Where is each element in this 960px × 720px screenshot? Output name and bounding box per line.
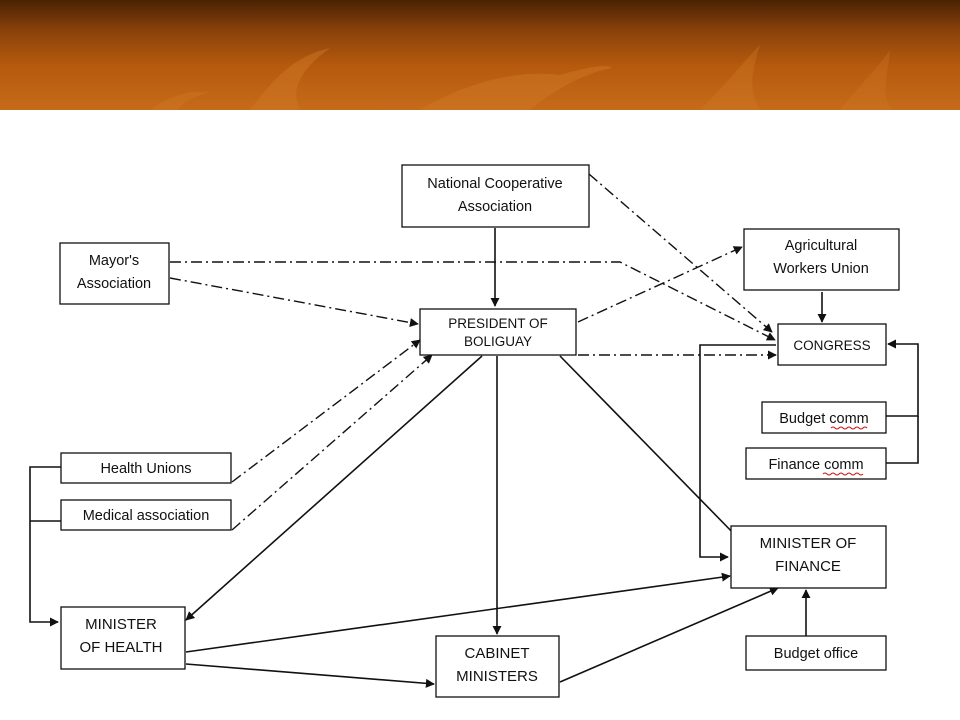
committees-to-congress-arrow bbox=[886, 339, 919, 417]
medical-to-president-arrow bbox=[231, 354, 433, 531]
budget-office-label: Budget office bbox=[774, 646, 858, 662]
mayors-to-president-arrow bbox=[169, 277, 419, 327]
title-banner bbox=[0, 0, 960, 110]
banner-graphic bbox=[0, 0, 960, 110]
spellcheck-underline bbox=[822, 472, 864, 476]
finance-comm-label: Finance comm bbox=[768, 457, 863, 473]
mayors-association-label-line1: Mayor's bbox=[89, 253, 139, 269]
minister-of-health-label-line2: OF HEALTH bbox=[79, 639, 162, 656]
congress-to-finance-arrow bbox=[699, 344, 776, 562]
budget-office-node: Budget office bbox=[745, 635, 887, 671]
health-unions-to-president-arrow bbox=[231, 339, 421, 483]
minister-of-health-label-line1: MINISTER bbox=[85, 616, 157, 633]
finance-comm-connector bbox=[886, 416, 919, 464]
minister-of-finance-label-line1: MINISTER OF bbox=[760, 535, 857, 552]
national-cooperative-association-label-line1: National Cooperative bbox=[427, 176, 562, 192]
congress-node: CONGRESS bbox=[777, 323, 887, 366]
health-to-cabinet-arrow bbox=[185, 663, 435, 688]
mayors-association-label-line2: Association bbox=[77, 276, 151, 292]
president-label-line2: BOLIGUAY bbox=[464, 334, 532, 349]
president-node: PRESIDENT OF BOLIGUAY bbox=[419, 308, 577, 356]
president-label-line1: PRESIDENT OF bbox=[448, 316, 548, 331]
budget-comm-node: Budget comm bbox=[761, 401, 887, 434]
minister-of-finance-node: MINISTER OF FINANCE bbox=[730, 525, 887, 589]
medical-association-node: Medical association bbox=[60, 499, 232, 531]
nca-to-congress-arrow bbox=[588, 173, 773, 333]
mayors-association-node: Mayor's Association bbox=[59, 242, 170, 305]
agricultural-workers-union-label-line2: Workers Union bbox=[773, 261, 869, 277]
budget-comm-label: Budget comm bbox=[779, 411, 868, 427]
president-to-finance-arrow bbox=[559, 355, 741, 541]
health-unions-to-health-arrow bbox=[29, 466, 61, 627]
mayors-to-congress-arrow bbox=[170, 261, 776, 341]
congress-label: CONGRESS bbox=[793, 338, 870, 353]
minister-of-health-node: MINISTER OF HEALTH bbox=[60, 606, 186, 670]
agricultural-workers-union-node: Agricultural Workers Union bbox=[743, 228, 900, 291]
finance-comm-node: Finance comm bbox=[745, 447, 887, 480]
health-to-finance-arrow bbox=[185, 572, 731, 653]
president-to-awu-arrow bbox=[577, 246, 743, 323]
cabinet-ministers-label-line1: CABINET bbox=[464, 645, 529, 662]
president-to-health-arrow bbox=[185, 355, 483, 621]
spellcheck-underline bbox=[830, 426, 868, 430]
cabinet-to-finance-arrow bbox=[559, 587, 779, 683]
cabinet-ministers-label-line2: MINISTERS bbox=[456, 668, 538, 685]
health-unions-label: Health Unions bbox=[100, 461, 191, 477]
minister-of-finance-label-line2: FINANCE bbox=[775, 558, 841, 575]
agricultural-workers-union-label-line1: Agricultural bbox=[785, 238, 858, 254]
cabinet-ministers-node: CABINET MINISTERS bbox=[435, 635, 560, 698]
national-cooperative-association-label-line2: Association bbox=[458, 199, 532, 215]
national-cooperative-association-node: National Cooperative Association bbox=[401, 164, 590, 228]
health-unions-node: Health Unions bbox=[60, 452, 232, 484]
medical-association-label: Medical association bbox=[83, 508, 210, 524]
